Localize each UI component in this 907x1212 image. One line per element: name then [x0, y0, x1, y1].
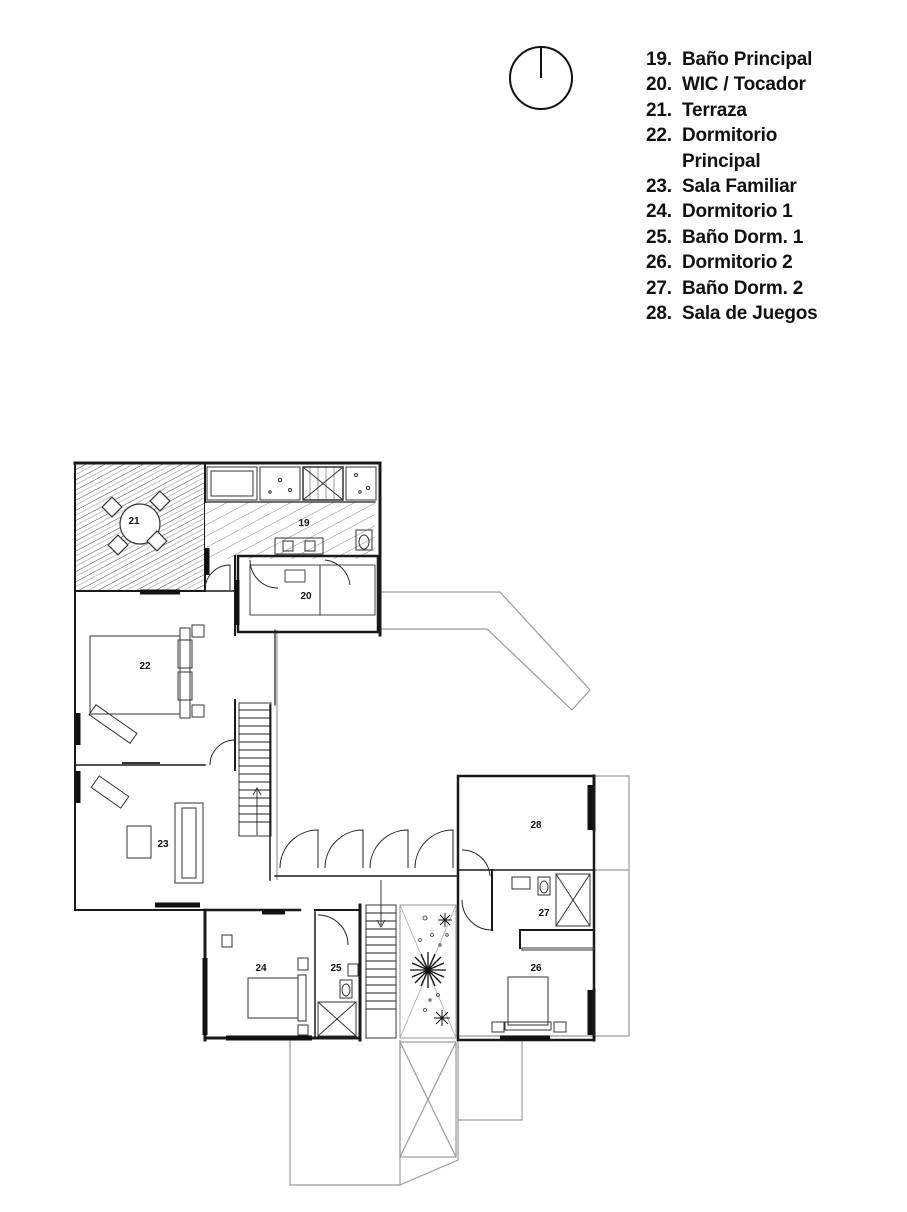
legend-item-21: 21.Terraza — [646, 99, 747, 121]
room-label-27: 27 — [538, 908, 550, 919]
legend-item-23: 23.Sala Familiar — [646, 176, 797, 198]
courtyard — [399, 904, 457, 1039]
room-label-28: 28 — [530, 820, 542, 831]
legend-item-27: 27.Baño Dorm. 2 — [646, 277, 804, 299]
bedroom2-bed-icon — [491, 947, 595, 1033]
windows — [75, 548, 593, 1041]
north-arrow-icon — [509, 46, 573, 110]
legend-item-19: 19.Baño Principal — [646, 49, 813, 70]
wic-fixtures — [249, 564, 376, 616]
room-label-24: 24 — [255, 963, 267, 974]
room-label-21: 21 — [128, 516, 140, 527]
stairs-upper — [238, 702, 272, 837]
bath27-fixtures — [511, 873, 591, 927]
bedroom1-bed-icon — [221, 934, 309, 1036]
bath25-fixtures — [317, 963, 359, 1037]
family-room-furniture — [90, 762, 204, 884]
palm-plant-small-icon — [434, 913, 452, 1026]
room-label-23: 23 — [157, 839, 169, 850]
master-bed-icon — [88, 624, 205, 744]
legend-item-26: 26.Dormitorio 2 — [646, 252, 793, 274]
legend-item-24: 24.Dormitorio 1 — [646, 201, 793, 223]
room-label-22: 22 — [139, 661, 151, 672]
site-outline — [276, 591, 630, 1186]
legend-item-20: 20.WIC / Tocador — [646, 74, 806, 96]
room-label-20: 20 — [300, 591, 312, 602]
room-label-19: 19 — [298, 518, 310, 529]
legend-item-25: 25.Baño Dorm. 1 — [646, 226, 804, 248]
structural-walls — [73, 461, 596, 1042]
master-bath-fixtures — [206, 466, 377, 555]
room-labels: 19 20 21 22 23 24 25 26 27 28 — [128, 516, 550, 974]
doors — [204, 559, 493, 946]
legend-item-28: 28.Sala de Juegos — [646, 303, 818, 325]
room-label-26: 26 — [530, 963, 542, 974]
room-legend: 19.Baño Principal 20.WIC / Tocador 21.Te… — [646, 47, 818, 326]
dining-table-icon — [101, 490, 171, 556]
palm-plant-icon — [410, 952, 446, 988]
stairs-lower — [365, 880, 397, 1039]
room-label-25: 25 — [330, 963, 342, 974]
